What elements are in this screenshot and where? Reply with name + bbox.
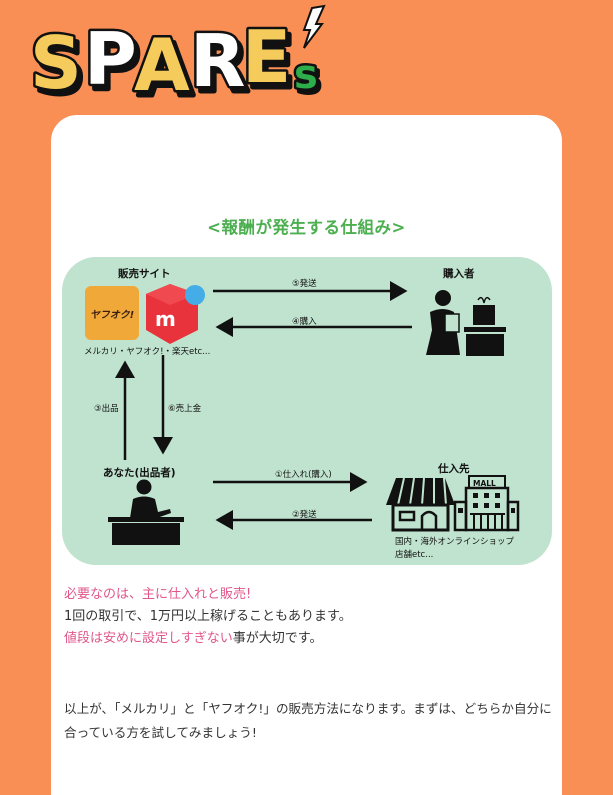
svg-text:P: P <box>88 22 141 100</box>
arrow-label-ship-to-buyer: ⑤発送 <box>292 279 317 289</box>
logo-letter-e: E <box>242 15 291 99</box>
arrow-label-listing: ③出品 <box>94 404 119 414</box>
body-line-3-rest: 事が大切です。 <box>232 631 323 646</box>
buyer-label: 購入者 <box>443 268 475 280</box>
buyer-with-gifts-icon <box>426 290 506 356</box>
diagram-title: <報酬が発生する仕組み> <box>207 218 406 237</box>
arrow-label-purchase: ④購入 <box>292 317 317 327</box>
logo-letter-r: R <box>190 19 245 100</box>
body-line-1: 必要なのは、主に仕入れと販売! <box>64 587 252 602</box>
logo-letter-a: A <box>134 23 190 100</box>
sales-site-caption: メルカリ・ヤフオク!・楽天etc... <box>84 347 211 357</box>
supplier-caption-line1: 国内・海外オンラインショップ <box>395 537 515 547</box>
shop-and-mall-icon: MALL <box>386 475 520 532</box>
closing-line-1: 以上が、「メルカリ」と「ヤフオク!」の販売方法になります。まずは、どちらか自分に <box>64 701 552 716</box>
mall-sign: MALL <box>473 479 496 488</box>
sales-site-label: 販売サイト <box>118 268 171 280</box>
logo-letter-p: P <box>84 17 137 100</box>
logo-letter-s: S <box>30 21 82 100</box>
svg-text:A: A <box>138 28 194 100</box>
seller-at-desk-icon <box>108 479 184 545</box>
lightning-icon <box>302 4 326 49</box>
you-label: あなた(出品者) <box>103 467 176 479</box>
svg-text:E: E <box>246 20 295 100</box>
body-line-2: 1回の取引で、1万円以上稼げることもあります。 <box>64 609 352 624</box>
logo-letter-s-small: s <box>294 52 318 98</box>
closing-paragraph: 以上が、「メルカリ」と「ヤフオク!」の販売方法になります。まずは、どちらか自分に… <box>64 697 552 745</box>
svg-text:S: S <box>34 26 86 100</box>
yahuoku-logo: ヤフオク! <box>85 286 139 340</box>
spares-logo: S S P P A A R R E E s s <box>28 4 326 100</box>
body-line-3-highlight: 値段は安めに設定しすぎない <box>64 631 233 646</box>
svg-text:s: s <box>297 56 321 100</box>
closing-line-2: 合っている方を試してみましょう! <box>64 725 257 740</box>
body-text-block: 必要なのは、主に仕入れと販売! 1回の取引で、1万円以上稼げることもあります。 … <box>64 584 352 650</box>
diagram-arrows <box>115 281 412 530</box>
arrow-label-proceeds: ⑥売上金 <box>168 404 202 414</box>
arrow-label-ship-from-supplier: ②発送 <box>292 510 317 520</box>
shop-icon <box>386 477 455 532</box>
supplier-label: 仕入先 <box>438 463 470 475</box>
yahuoku-logo-text: ヤフオク! <box>89 309 135 321</box>
supplier-caption-line2: 店舗etc... <box>395 550 434 560</box>
svg-text:R: R <box>194 24 249 100</box>
mall-icon: MALL <box>453 475 520 532</box>
arrow-label-stock-purchase: ①仕入れ(購入) <box>275 470 332 480</box>
body-line-3: 値段は安めに設定しすぎない事が大切です。 <box>64 628 352 650</box>
